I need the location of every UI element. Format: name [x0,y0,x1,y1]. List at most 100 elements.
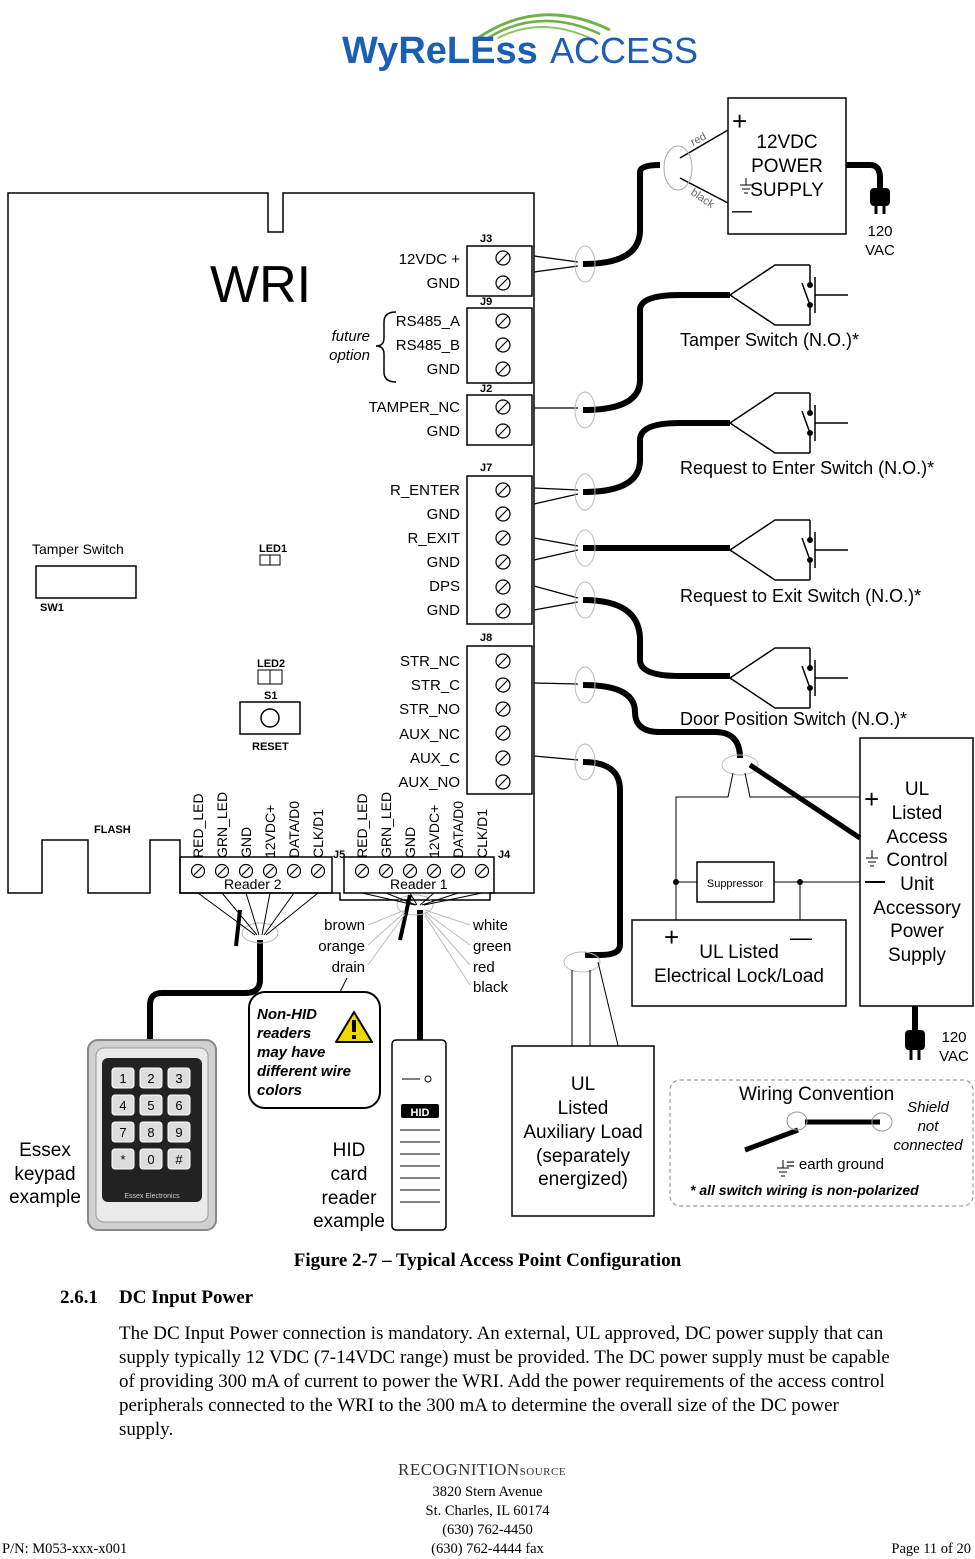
non-hid-line: readers [257,1025,311,1042]
plus-sign: + [732,106,747,136]
vac-top: 120 [867,223,892,240]
reader2-pin: GRN_LED [214,792,230,858]
s1-label: S1 [264,690,277,702]
j7-label: J7 [480,462,492,474]
ul-supply-line: Access [886,827,947,848]
j2-label: J2 [480,383,492,395]
request-enter-title: Request to Enter Switch (N.O.)* [680,458,934,478]
reader1-pin: GRN_LED [378,792,394,858]
pin-label: STR_C [411,677,460,694]
ul-supply-line: Unit [900,874,935,895]
suppressor [696,861,775,903]
switch-symbols [729,264,848,709]
wire-color: orange [318,938,365,955]
j3-label: J3 [480,233,492,245]
j9-label: J9 [480,296,492,308]
hid-line: example [313,1211,385,1232]
minus-sign: — [732,200,752,222]
essex-line: example [9,1187,81,1208]
reader2-pin: CLK/D1 [310,809,326,858]
body-line: The DC Input Power connection is mandato… [119,1323,884,1344]
reader1-pin: RED_LED [354,793,370,858]
keypad-key-label: 8 [147,1125,154,1140]
body-line: of providing 300 mA of current to power … [119,1371,885,1392]
aux-line: UL [571,1074,595,1095]
power-supply-line: POWER [751,156,823,177]
keypad-key [167,1067,191,1089]
recognition-source-logo: RECOGNITIONSOURCE [398,1460,566,1480]
vac-top: VAC [865,242,895,259]
request-exit-title: Request to Exit Switch (N.O.)* [680,586,921,606]
section-number: 2.6.1 [60,1287,98,1308]
phone-line: (630) 762-4450 [442,1522,533,1538]
reader1-label: Reader 1 [390,876,448,892]
svg-text:+: + [864,784,879,814]
figure-caption: Figure 2-7 – Typical Access Point Config… [293,1250,682,1271]
option-note: option [329,347,370,364]
shield-line: connected [893,1137,963,1154]
ul-supply-line: Power [890,921,945,942]
hid-reader: HID [391,1039,447,1231]
aux-load-box [511,1045,655,1217]
warning-icon [335,1011,373,1043]
tamper-switch-label: Tamper Switch [32,541,124,557]
pin-label: GND [427,275,461,292]
keypad-key [167,1094,191,1116]
pin-label: RS485_B [396,337,460,354]
body-line: peripherals connected to the WRI to the … [119,1395,839,1416]
j4-label: J4 [498,849,511,861]
keypad-key [139,1148,163,1170]
non-hid-note [248,991,381,1109]
keypad-key-label: 4 [119,1098,126,1113]
ul-supply-line: Control [886,850,947,871]
tamper-switch-title: Tamper Switch (N.O.)* [680,330,859,350]
pin-label: AUX_C [410,750,460,767]
earth-label: = earth ground [786,1156,884,1173]
keypad-key-label: 3 [175,1071,182,1086]
footer-address: 3820 Stern Avenue St. Charles, IL 60174 … [0,1483,975,1559]
pin-label: GND [427,506,461,523]
keypad-key-label: * [120,1152,125,1167]
hid-line: reader [322,1188,378,1209]
keypad-key [111,1067,135,1089]
wiring-convention-box [669,1079,974,1207]
address-line: St. Charles, IL 60174 [425,1503,550,1519]
lock-label-2: Electrical Lock/Load [654,966,824,987]
access-point-diagram: WyReLEss ACCESS WRI Tamper Switch SW1 LE… [7,13,974,1232]
wire-color: black [473,979,509,996]
shield-line: not [918,1118,940,1135]
ul-supply-line: Supply [888,945,947,966]
power-supply-line: SUPPLY [750,180,824,201]
keypad-brand: Essex Electronics [124,1193,180,1200]
keypad-key-label: 1 [119,1071,126,1086]
fax-line: (630) 762-4444 fax [431,1541,544,1557]
vac-bottom: VAC [939,1048,969,1065]
reader2-pin: RED_LED [190,793,206,858]
power-supply-line: 12VDC [756,132,817,153]
part-number: P/N: M053-xxx-x001 [2,1541,128,1557]
aux-line: Listed [558,1098,609,1119]
pin-label: DPS [429,578,460,595]
wri-board [7,192,535,901]
pin-label: R_ENTER [390,482,460,499]
keypad-key [139,1121,163,1143]
cables [147,162,743,1045]
reader1-pin: 12VDC+ [426,805,442,858]
future-note: future [332,328,370,345]
switch-symbol [729,647,848,709]
pin-label: GND [427,361,461,378]
ul-power-supply-box [859,737,974,1007]
reader2-pin: GND [238,827,254,858]
svg-text:+: + [664,922,679,952]
keypad-key-label: 6 [175,1098,182,1113]
aux-line: (separately [536,1146,630,1167]
hid-badge: HID [411,1107,430,1119]
keypad-key [111,1094,135,1116]
keypad-key [139,1067,163,1089]
keypad-key [111,1148,135,1170]
reader2-pin: DATA/D0 [286,801,302,858]
shield-line: Shield [907,1099,949,1116]
pin-label: GND [427,554,461,571]
non-hid-line: may have [257,1044,325,1061]
body-line: supply. [119,1419,174,1440]
